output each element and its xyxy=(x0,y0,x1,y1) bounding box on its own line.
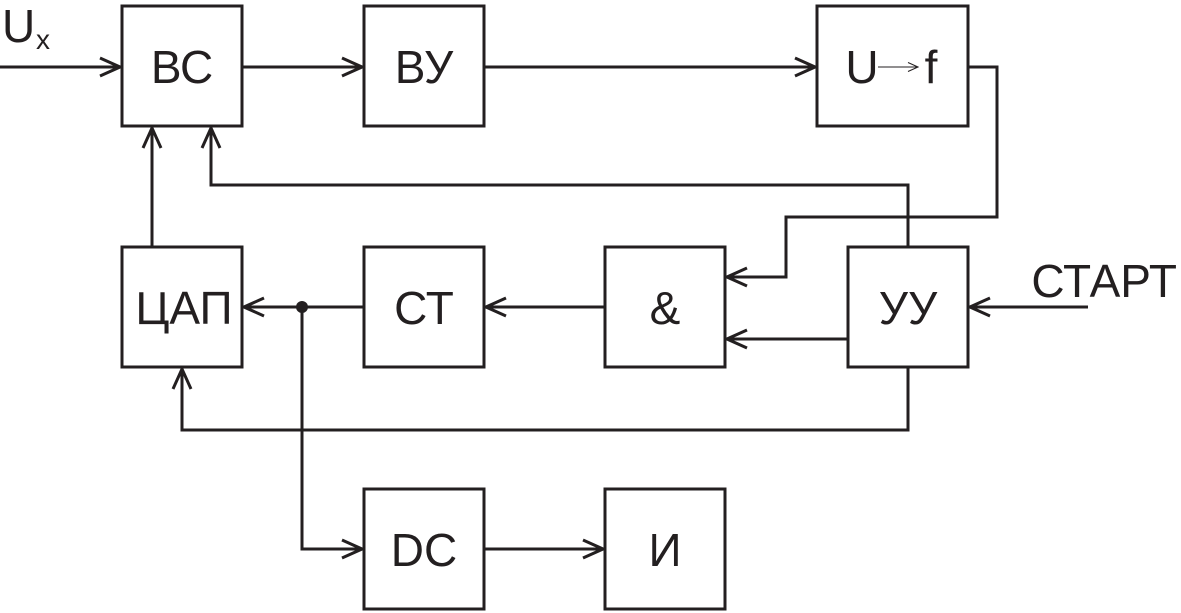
wire-uf-to-and xyxy=(727,65,999,277)
block-uu-label: УУ xyxy=(879,282,938,334)
block-dc-label: DC xyxy=(391,524,457,576)
block-u-to-f: U f xyxy=(815,4,970,128)
block-vu-label: ВУ xyxy=(395,41,454,93)
wire-uu-to-vs xyxy=(211,128,910,247)
input-ux-subscript: x xyxy=(36,24,50,55)
block-dc: DC xyxy=(362,487,486,611)
block-vs: ВС xyxy=(120,4,244,128)
block-u-to-f-u-label: U xyxy=(845,41,878,93)
block-and-label: & xyxy=(650,282,681,334)
block-uu: УУ xyxy=(846,245,970,369)
input-start-label: СТАРТ xyxy=(1031,255,1177,307)
wire-uu-to-tsap xyxy=(182,367,910,432)
block-and: & xyxy=(603,245,727,369)
input-ux-label: U x xyxy=(2,0,50,55)
wire-junction-to-dc xyxy=(300,307,362,549)
block-st-label: СТ xyxy=(394,282,454,334)
block-u-to-f-f-label: f xyxy=(925,41,938,93)
block-tsap-label: ЦАП xyxy=(135,282,232,334)
block-vu: ВУ xyxy=(362,4,486,128)
block-tsap: ЦАП xyxy=(120,245,244,369)
block-i-label: И xyxy=(648,524,681,576)
block-st: СТ xyxy=(362,245,486,369)
input-ux-main: U xyxy=(2,0,35,52)
block-i: И xyxy=(603,487,727,611)
block-vs-label: ВС xyxy=(151,41,213,93)
